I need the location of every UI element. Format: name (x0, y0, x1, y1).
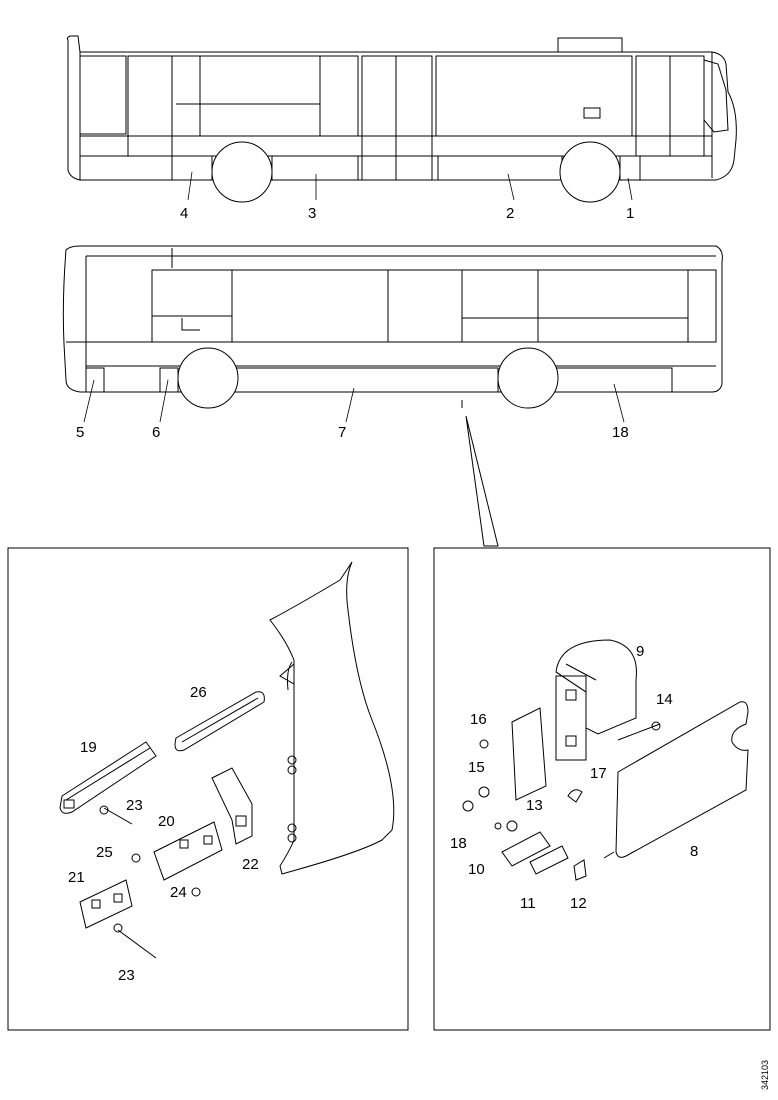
callout-21: 21 (68, 869, 85, 886)
callout-19: 19 (80, 739, 97, 756)
callout-20: 20 (158, 813, 175, 830)
callout-9: 9 (636, 643, 644, 660)
detail-box-left: 26 19 23 20 25 22 24 21 23 (7, 547, 409, 1031)
detail-box-right: 9 14 16 15 17 13 18 8 10 11 12 (433, 547, 771, 1031)
callout-18-detail: 18 (450, 835, 467, 852)
callout-8: 8 (690, 843, 698, 860)
callout-5: 5 (76, 424, 84, 441)
callout-16: 16 (470, 711, 487, 728)
callout-7: 7 (338, 424, 346, 441)
callout-15: 15 (468, 759, 485, 776)
callout-23-bottom: 23 (118, 967, 135, 984)
bus-side-view-top: 4 3 2 1 (66, 35, 737, 222)
callout-17: 17 (590, 765, 607, 782)
callout-4: 4 (180, 205, 188, 222)
callout-25: 25 (96, 844, 113, 861)
callout-2: 2 (506, 205, 514, 222)
callout-11: 11 (520, 895, 536, 912)
callout-24: 24 (170, 884, 187, 901)
callout-3: 3 (308, 205, 316, 222)
callout-14: 14 (656, 691, 673, 708)
drawing-code: 342103 (760, 1060, 770, 1090)
callout-12: 12 (570, 895, 587, 912)
callout-6: 6 (152, 424, 160, 441)
callout-10: 10 (468, 861, 485, 878)
callout-23-top: 23 (126, 797, 143, 814)
bus-side-view-bottom: 5 6 7 18 (62, 245, 723, 547)
callout-22: 22 (242, 856, 259, 873)
callout-13: 13 (526, 797, 543, 814)
callout-26: 26 (190, 684, 207, 701)
callout-18-bus: 18 (612, 424, 629, 441)
callout-1: 1 (626, 205, 634, 222)
